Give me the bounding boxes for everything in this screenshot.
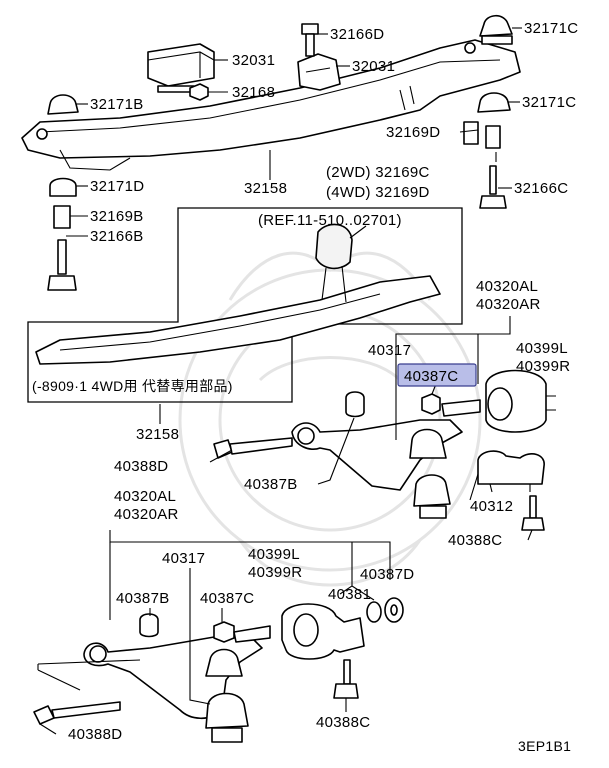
label-32166b[interactable]: 32166B [90, 228, 144, 245]
bracket-40312 [477, 450, 545, 493]
label-32166d[interactable]: 32166D [330, 26, 384, 43]
leader-lines [37, 27, 533, 735]
label-40388c-bot[interactable]: 40388C [316, 714, 370, 731]
label-32031-right[interactable]: 32031 [352, 58, 395, 75]
bolt-40388d-top [213, 437, 293, 459]
label-40399l-top[interactable]: 40399L [516, 340, 568, 357]
part-labels: 32166D 32171C 32031 32031 32168 32171B 3… [32, 20, 578, 754]
insulator-32171d [49, 177, 77, 197]
label-40399l-bot[interactable]: 40399L [248, 546, 300, 563]
label-32169d-4wd[interactable]: (4WD) 32169D [326, 184, 430, 201]
label-32169d[interactable]: 32169D [386, 124, 440, 141]
nut-40387b-top [345, 391, 365, 418]
lower-arm-40320-top [291, 419, 463, 519]
label-40317-top[interactable]: 40317 [368, 342, 411, 359]
washer-40381 [366, 601, 382, 623]
label-40320al-bot[interactable]: 40320AL [114, 488, 176, 505]
lower-arm-40320-bottom [83, 635, 263, 743]
label-32171d[interactable]: 32171D [90, 178, 144, 195]
label-40399r-bot[interactable]: 40399R [248, 564, 302, 581]
label-40387b-top[interactable]: 40387B [244, 476, 298, 493]
label-40320ar-top[interactable]: 40320AR [476, 296, 541, 313]
nut-40387b-bottom [139, 613, 159, 638]
insulator-32171c-mid [477, 92, 511, 113]
label-40399r-top[interactable]: 40399R [516, 358, 570, 375]
label-40388c-top[interactable]: 40388C [448, 532, 502, 549]
highlight-40387c [397, 363, 477, 387]
diagram-code: 3EP1B1 [518, 738, 571, 754]
crossmember-32158-top [21, 39, 521, 171]
bolt-40388d-bottom [33, 701, 121, 725]
inset-box [27, 207, 463, 403]
label-40387d[interactable]: 40387D [360, 566, 414, 583]
label-32171c-top[interactable]: 32171C [524, 20, 578, 37]
engine-mount-32031-left [147, 43, 215, 93]
label-32168[interactable]: 32168 [232, 84, 275, 101]
insulator-32171c-top [479, 14, 513, 45]
nut-32168 [189, 83, 209, 101]
label-40381[interactable]: 40381 [328, 586, 371, 603]
label-32158-bottom[interactable]: 32158 [136, 426, 179, 443]
bushing-40399-top [485, 369, 556, 433]
label-32171b[interactable]: 32171B [90, 96, 144, 113]
label-40320al-top[interactable]: 40320AL [476, 278, 538, 295]
label-32169c-2wd[interactable]: (2WD) 32169C [326, 164, 430, 181]
insulator-32171b [47, 94, 79, 115]
bolt-32166c [479, 165, 507, 209]
label-32171c-mid[interactable]: 32171C [522, 94, 576, 111]
label-32158-top[interactable]: 32158 [244, 180, 287, 197]
ref-label[interactable]: (REF.11-510..02701) [258, 212, 402, 229]
label-40387c-top[interactable]: 40387C [404, 368, 458, 385]
bushing-40399-bottom [281, 603, 365, 660]
label-40317-bot[interactable]: 40317 [162, 550, 205, 567]
spacers-32169 [463, 121, 501, 149]
label-32031-left[interactable]: 32031 [232, 52, 275, 69]
label-40320ar-bot[interactable]: 40320AR [114, 506, 179, 523]
nut-40387c-bottom [213, 621, 271, 643]
engine-mount-32031-right [297, 53, 341, 91]
spacer-32169b [53, 205, 71, 229]
label-40388d-top[interactable]: 40388D [114, 458, 168, 475]
washer-40387d [384, 597, 404, 623]
label-40388d-bot[interactable]: 40388D [68, 726, 122, 743]
label-32166c[interactable]: 32166C [514, 180, 568, 197]
bolt-40388c-bottom [333, 659, 359, 699]
inset-note: (-8909·1 4WD用 代替専用部品) [32, 378, 233, 394]
label-40312[interactable]: 40312 [470, 498, 513, 515]
bolt-32166b [47, 239, 77, 291]
label-40387b-bot[interactable]: 40387B [116, 590, 170, 607]
bolt-40388c-top [521, 495, 545, 531]
bolt-32166d [301, 23, 319, 57]
nut-40387c-top [421, 393, 481, 417]
label-40387c-bot[interactable]: 40387C [200, 590, 254, 607]
label-32169b[interactable]: 32169B [90, 208, 144, 225]
